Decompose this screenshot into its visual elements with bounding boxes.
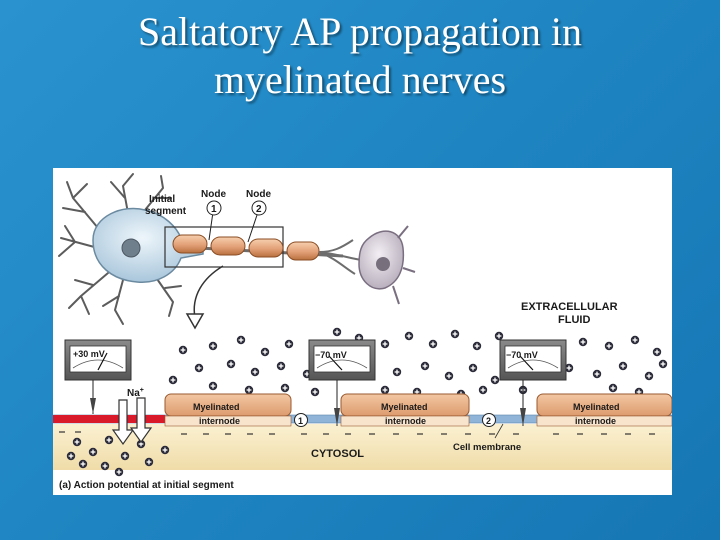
initial-segment-label: Initial bbox=[149, 194, 175, 205]
extracellular-label: EXTRACELLULAR bbox=[521, 301, 618, 313]
node-2-number: 2 bbox=[256, 204, 262, 215]
internode-1-label: Myelinated bbox=[193, 402, 240, 412]
cytosol-region bbox=[53, 424, 672, 470]
depolarized-membrane bbox=[53, 415, 165, 423]
voltmeter-2-reading: −70 mV bbox=[315, 350, 347, 360]
myelin-sheaths bbox=[172, 234, 320, 261]
internode-1: Myelinated internode bbox=[164, 393, 292, 427]
axon-terminals bbox=[318, 239, 362, 275]
node-2-marker: 2 bbox=[486, 416, 491, 426]
internode-2-label: Myelinated bbox=[381, 402, 428, 412]
internode-1-label-2: internode bbox=[199, 416, 240, 426]
voltmeter-1-reading: +30 mV bbox=[73, 349, 105, 359]
zoom-arrow bbox=[193, 265, 224, 319]
diagram-svg: Initial segment Node Node 1 2 EXTRACELLU… bbox=[53, 173, 672, 491]
cytosol-label: CYTOSOL bbox=[311, 448, 364, 460]
extracellular-ions bbox=[168, 327, 668, 399]
voltmeter-1: +30 mV bbox=[64, 339, 132, 414]
neuron-diagram: Initial segment Node Node 1 2 EXTRACELLU… bbox=[53, 168, 672, 495]
internode-2-label-2: internode bbox=[385, 416, 426, 426]
initial-segment-label-2: segment bbox=[145, 206, 187, 217]
nucleus bbox=[121, 238, 141, 258]
title-line-2: myelinated nerves bbox=[213, 57, 507, 102]
sodium-influx-arrows bbox=[111, 397, 153, 446]
slide-title: Saltatory AP propagation in myelinated n… bbox=[0, 8, 720, 104]
node-2-label: Node bbox=[246, 189, 271, 200]
node-1-label: Node bbox=[201, 189, 226, 200]
node-1-marker: 1 bbox=[298, 416, 303, 426]
node-1-number: 1 bbox=[211, 204, 217, 215]
title-line-1: Saltatory AP propagation in bbox=[137, 9, 583, 54]
sodium-label: Na+ bbox=[127, 387, 144, 399]
cell-membrane-label: Cell membrane bbox=[453, 442, 521, 453]
voltmeter-3-reading: −70 mV bbox=[506, 350, 538, 360]
figure-caption: (a) Action potential at initial segment bbox=[59, 480, 234, 491]
voltmeter-3: −70 mV bbox=[499, 339, 567, 426]
extracellular-label-2: FLUID bbox=[558, 314, 590, 326]
internode-3-label: Myelinated bbox=[573, 402, 620, 412]
voltmeter-2: −70 mV bbox=[308, 339, 376, 426]
negative-charges bbox=[59, 431, 655, 435]
internode-3: Myelinated internode bbox=[536, 393, 672, 427]
dendrites bbox=[58, 173, 182, 325]
internode-2: Myelinated internode bbox=[340, 393, 470, 427]
internode-3-label-2: internode bbox=[575, 416, 616, 426]
